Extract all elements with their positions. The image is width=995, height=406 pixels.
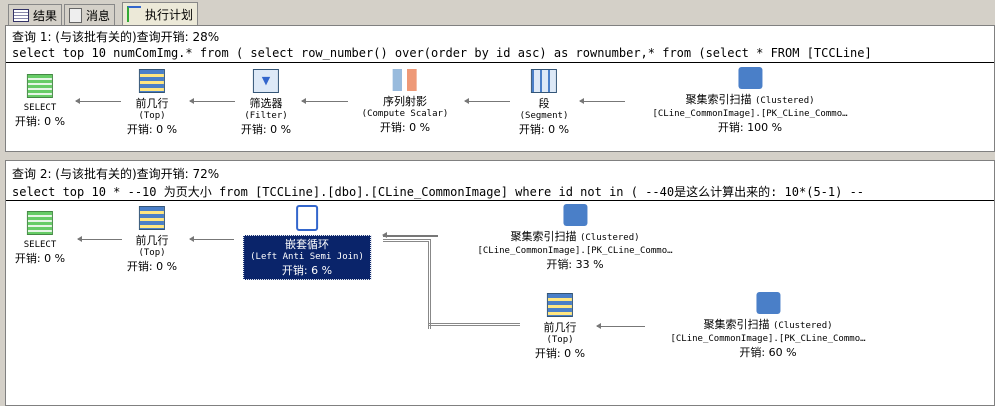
node-subtitle: [CLine_CommonImage].[PK_CLine_Commo… (477, 246, 673, 256)
node-cost: 开销: 0 % (14, 252, 66, 265)
node-subtitle: (Left Anti Semi Join) (250, 252, 364, 262)
node-title: 筛选器 (249, 97, 283, 110)
flow-arrow (301, 98, 348, 104)
flow-arrow (189, 98, 235, 104)
tab-execution-plan[interactable]: 执行计划 (122, 2, 199, 25)
node-subtitle: (Top) (138, 248, 166, 258)
flow-connector (383, 239, 431, 329)
node-title-suffix: (Clustered) (754, 96, 815, 106)
node-cost: 开销: 33 % (546, 258, 604, 271)
node-cost: 开销: 60 % (739, 346, 797, 359)
node-subtitle: (Segment) (519, 111, 569, 121)
plan-node-top[interactable]: 前几行(Top) 开销: 0 % (127, 206, 177, 273)
nested-loops-icon (295, 205, 318, 231)
divider (6, 200, 994, 201)
flow-arrow (596, 323, 645, 329)
node-title: 序列射影 (382, 95, 427, 108)
plan-node-compute-scalar[interactable]: 序列射影(Compute Scalar) 开销: 0 % (361, 69, 449, 134)
clustered-index-scan-icon (562, 204, 587, 226)
plan-node-segment[interactable]: 段(Segment) 开销: 0 % (519, 69, 569, 136)
filter-icon: ▼ (253, 69, 279, 93)
tab-label: 执行计划 (145, 7, 194, 22)
node-subtitle: (Compute Scalar) (361, 109, 449, 119)
node-cost: 开销: 0 % (534, 347, 586, 360)
plan-node-select[interactable]: SELECT 开销: 0 % (15, 74, 65, 128)
plan-node-top[interactable]: 前几行(Top) 开销: 0 % (127, 69, 177, 136)
plan-node-clustered-index-scan[interactable]: 聚集索引扫描 (Clustered) [CLine_CommonImage].[P… (477, 204, 673, 271)
query2-sql: select top 10 * --10 为页大小 from [TCCLine]… (12, 185, 865, 199)
tab-label: 消息 (86, 8, 111, 23)
node-cost: 开销: 0 % (240, 123, 292, 136)
clustered-index-scan-icon (755, 292, 780, 314)
node-title: 聚集索引扫描 (703, 318, 770, 331)
flow-connector (428, 323, 520, 326)
query2-panel: 查询 2: (与该批有关的)查询开销: 72% select top 10 * … (5, 160, 995, 406)
node-cost: 开销: 0 % (126, 260, 178, 273)
plan-node-clustered-index-scan[interactable]: 聚集索引扫描 (Clustered) [CLine_CommonImage].[P… (670, 292, 866, 359)
node-title: SELECT (23, 240, 57, 250)
node-cost: 开销: 0 % (126, 123, 178, 136)
flow-arrow (75, 98, 121, 104)
node-title: 聚集索引扫描 (510, 230, 577, 243)
grid-icon (13, 8, 29, 22)
node-cost: 开销: 6 % (281, 264, 333, 277)
clustered-index-scan-icon (737, 67, 762, 89)
node-subtitle: (Top) (546, 335, 574, 345)
node-title: 聚集索引扫描 (685, 93, 752, 106)
query1-panel: 查询 1: (与该批有关的)查询开销: 28% select top 10 nu… (5, 25, 995, 152)
node-title: 嵌套循环 (284, 238, 329, 251)
flow-arrow (77, 236, 122, 242)
tab-results[interactable]: 结果 (8, 4, 63, 25)
query1-sql: select top 10 numComImg.* from ( select … (12, 46, 872, 60)
flow-arrow (579, 98, 625, 104)
message-icon (69, 7, 82, 23)
top-icon (547, 293, 573, 317)
node-title: 前几行 (135, 234, 169, 247)
compute-scalar-icon (392, 69, 417, 91)
node-title: SELECT (23, 103, 57, 113)
node-subtitle: (Top) (138, 111, 166, 121)
plan-node-top[interactable]: 前几行(Top) 开销: 0 % (535, 293, 585, 360)
node-cost: 开销: 0 % (14, 115, 66, 128)
divider (6, 62, 994, 63)
query2-header: 查询 2: (与该批有关的)查询开销: 72% (12, 167, 220, 181)
execution-plan-icon (127, 6, 141, 22)
select-icon (27, 74, 53, 98)
plan-node-select[interactable]: SELECT 开销: 0 % (15, 211, 65, 265)
plan-node-nested-loops[interactable]: 嵌套循环(Left Anti Semi Join) 开销: 6 % (243, 205, 371, 280)
node-subtitle: [CLine_CommonImage].[PK_CLine_Commo… (652, 109, 848, 119)
flow-arrow (464, 98, 510, 104)
flow-arrow (382, 232, 438, 238)
tab-messages[interactable]: 消息 (64, 4, 116, 25)
node-title-suffix: (Clustered) (579, 233, 640, 243)
top-icon (139, 206, 165, 230)
node-title: 前几行 (135, 97, 169, 110)
node-subtitle: [CLine_CommonImage].[PK_CLine_Commo… (670, 334, 866, 344)
flow-arrow (189, 236, 234, 242)
segment-icon (531, 69, 557, 93)
node-cost: 开销: 0 % (379, 121, 431, 134)
node-title: 前几行 (543, 321, 577, 334)
top-icon (139, 69, 165, 93)
select-icon (27, 211, 53, 235)
node-cost: 开销: 0 % (518, 123, 570, 136)
query1-header: 查询 1: (与该批有关的)查询开销: 28% (12, 30, 220, 44)
node-title-suffix: (Clustered) (772, 321, 833, 331)
tab-label: 结果 (33, 8, 58, 23)
node-cost: 开销: 100 % (717, 121, 783, 134)
node-subtitle: (Filter) (244, 111, 288, 121)
plan-node-clustered-index-scan[interactable]: 聚集索引扫描 (Clustered) [CLine_CommonImage].[P… (652, 67, 848, 134)
plan-node-filter[interactable]: ▼ 筛选器(Filter) 开销: 0 % (241, 69, 291, 136)
node-title: 段 (538, 97, 550, 110)
